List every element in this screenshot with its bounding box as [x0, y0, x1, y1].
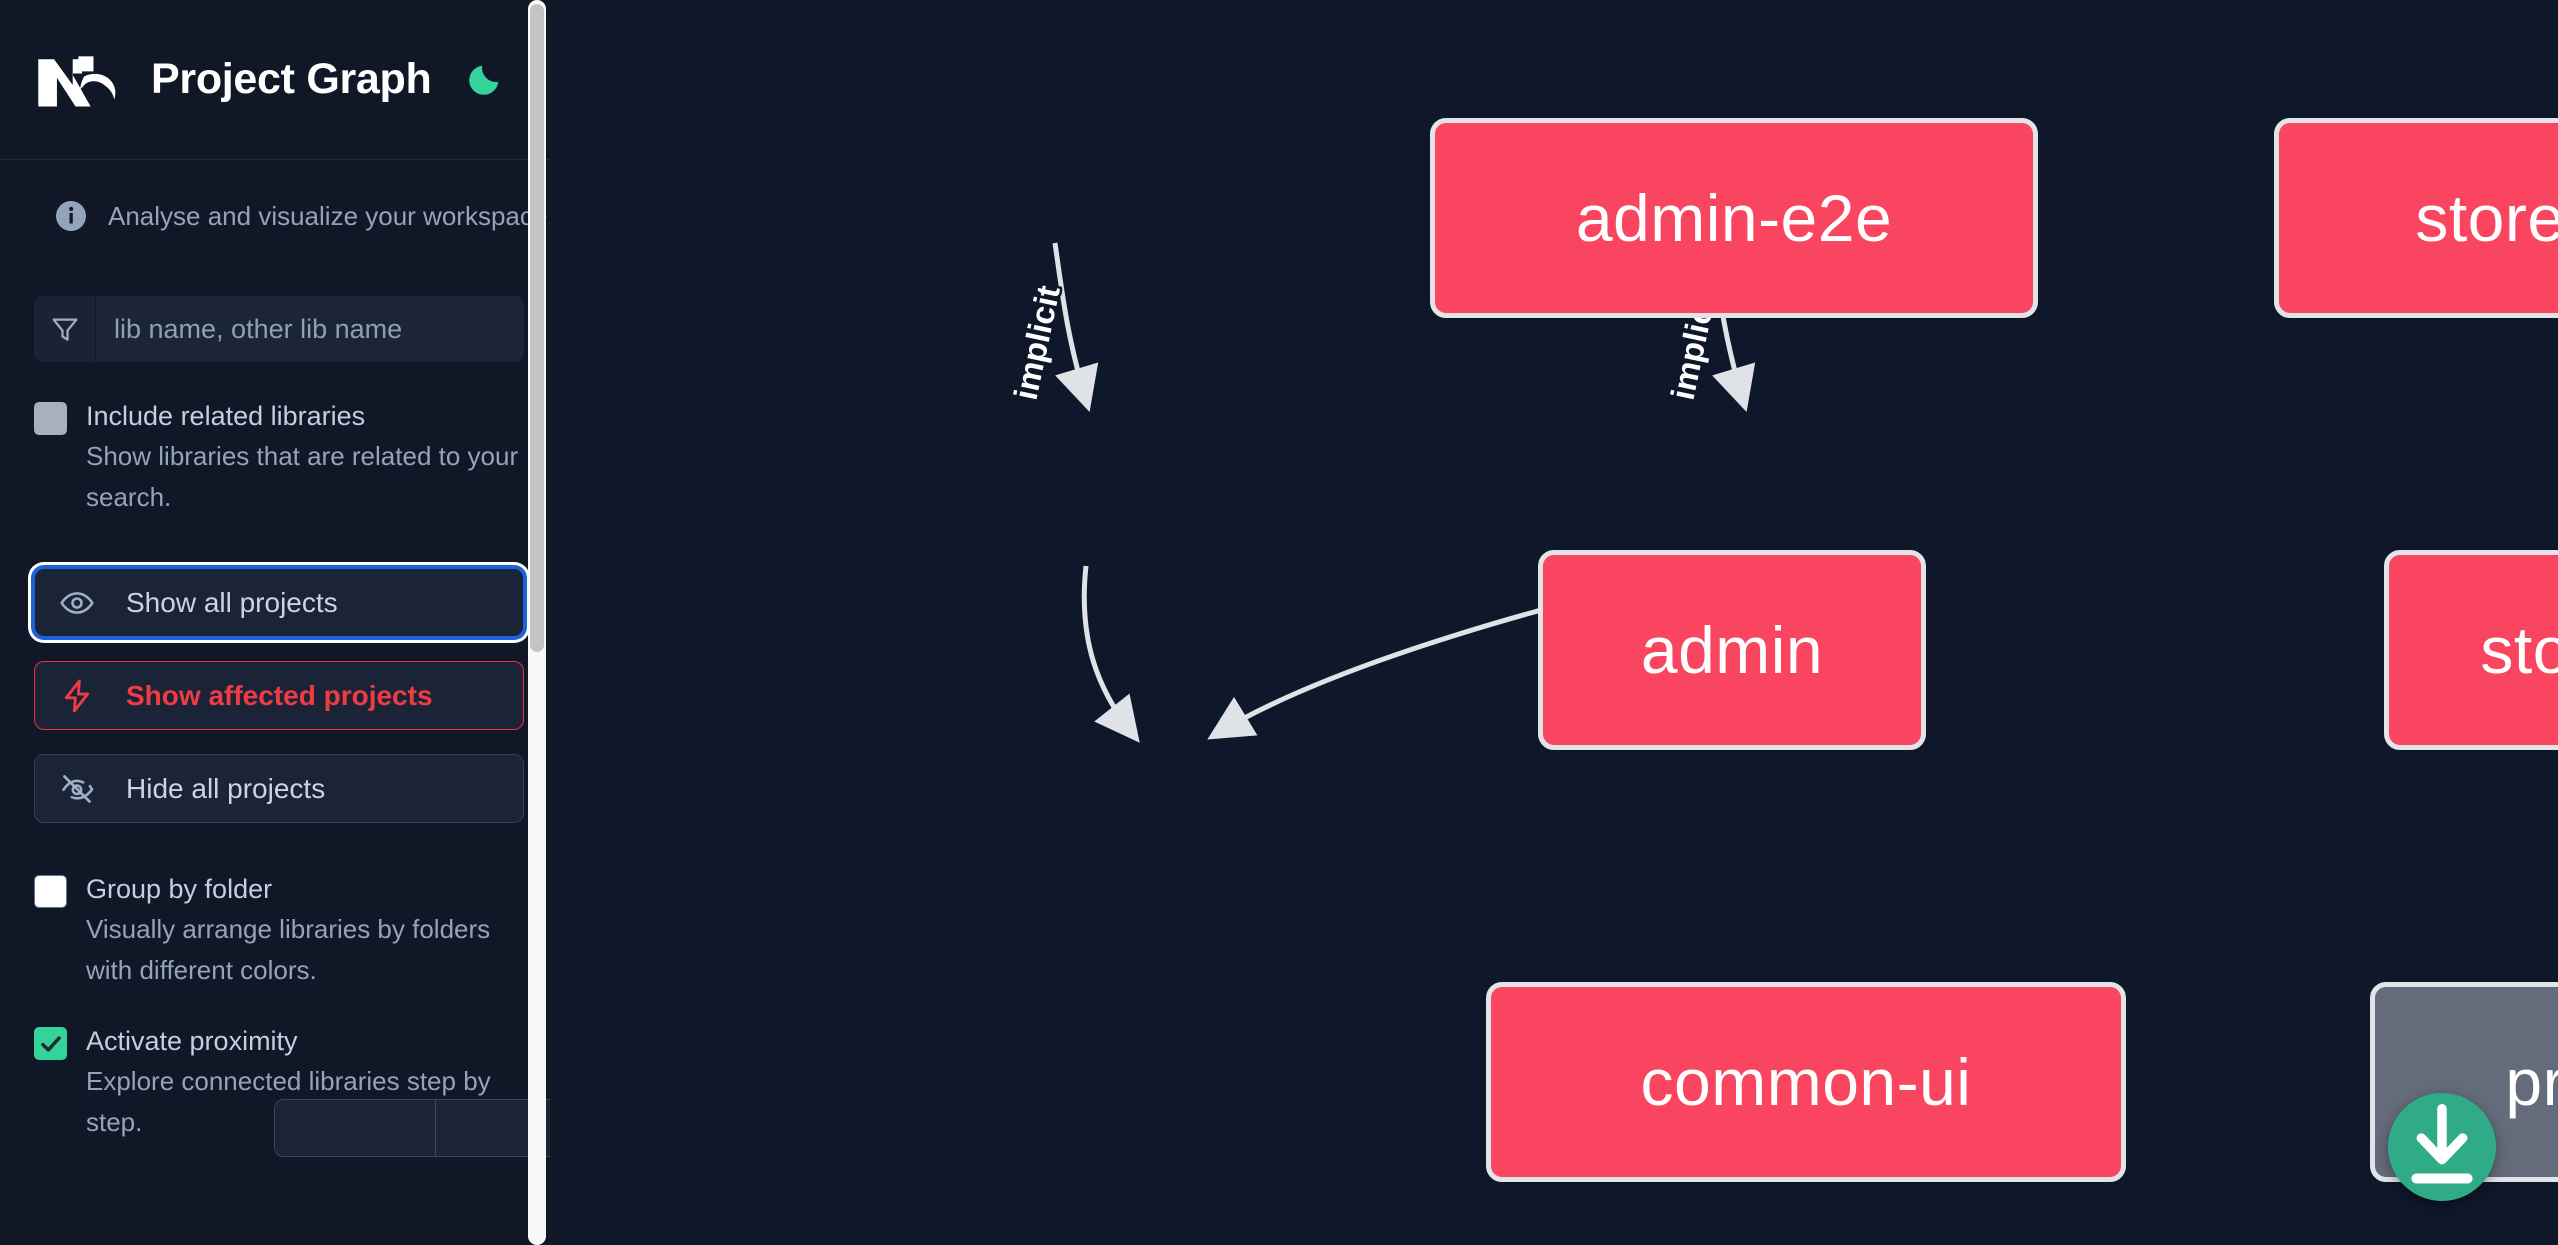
show-all-projects-button[interactable]: Show all projects [34, 568, 524, 637]
download-image-button[interactable] [2388, 1093, 2496, 1201]
edge-label-implicit-admin: implicit [1004, 280, 1069, 406]
workspace-note-text: Analyse and visualize your workspace. [108, 200, 555, 231]
checkbox-include-related-libraries[interactable]: Include related libraries Show libraries… [0, 362, 558, 518]
group-by-folder-label: Group by folder [86, 874, 273, 904]
graph-node-label: admin [1640, 613, 1824, 687]
graph-node-admin-e2e[interactable]: admin-e2e [1430, 118, 2038, 318]
activate-proximity-label: Activate proximity [86, 1026, 298, 1056]
sidebar: Project Graph Analyse and visualize your… [0, 0, 558, 1245]
svg-text:implicit: implicit [1007, 282, 1067, 403]
hide-all-projects-button[interactable]: Hide all projects [34, 754, 524, 823]
segmented-control-option-1[interactable] [275, 1100, 436, 1156]
graph-node-label: store-e2e [2415, 181, 2558, 255]
show-all-projects-label: Show all projects [126, 586, 338, 618]
graph-node-store[interactable]: store [2384, 550, 2558, 750]
project-graph-canvas[interactable]: implicit implicit admin-e2e store-e2e ad… [558, 0, 2558, 1245]
graph-node-common-ui[interactable]: common-ui [1486, 982, 2126, 1182]
sidebar-scrollbar[interactable] [528, 0, 546, 1245]
eye-off-icon [59, 771, 103, 807]
activate-proximity-description: Explore connected libraries step by step… [86, 1066, 491, 1137]
eye-icon [59, 585, 103, 621]
hide-all-projects-label: Hide all projects [126, 772, 326, 804]
show-affected-projects-button[interactable]: Show affected projects [34, 661, 524, 730]
projects-button-group: Show all projects Show affected projects [34, 568, 524, 823]
graph-node-store-e2e[interactable]: store-e2e [2274, 118, 2558, 318]
include-related-libraries-checkbox[interactable] [34, 402, 67, 435]
page-title: Project Graph [151, 55, 432, 103]
checkbox-group-by-folder[interactable]: Group by folder Visually arrange librari… [0, 847, 558, 991]
edge-admin-common-ui [1081, 565, 1140, 743]
lightning-bolt-icon [59, 678, 103, 714]
segmented-control[interactable] [274, 1099, 558, 1157]
sidebar-scrollbar-thumb[interactable] [530, 4, 544, 652]
activate-proximity-checkbox[interactable] [34, 1027, 67, 1060]
graph-node-label: store [2480, 613, 2558, 687]
group-by-folder-checkbox[interactable] [34, 875, 67, 908]
workspace-note: Analyse and visualize your workspace. [0, 160, 558, 234]
sidebar-header: Project Graph [0, 0, 558, 160]
moon-icon[interactable] [463, 59, 505, 101]
show-affected-projects-label: Show affected projects [126, 679, 433, 711]
graph-node-label: products [2505, 1045, 2558, 1119]
edge-admin-e2e-admin [1052, 242, 1099, 412]
info-icon [53, 198, 89, 234]
include-related-libraries-label: Include related libraries [86, 401, 366, 431]
checkbox-activate-proximity[interactable]: Activate proximity Explore connected lib… [0, 991, 558, 1143]
funnel-icon [34, 296, 96, 362]
search-input[interactable] [96, 296, 524, 362]
nx-logo-icon [34, 49, 120, 111]
graph-node-label: admin-e2e [1575, 181, 1893, 255]
sidebar-edge [550, 0, 558, 1245]
group-by-folder-description: Visually arrange libraries by folders wi… [86, 914, 491, 985]
include-related-libraries-description: Show libraries that are related to your … [86, 441, 519, 512]
graph-node-label: common-ui [1640, 1045, 1972, 1119]
graph-node-admin[interactable]: admin [1538, 550, 1926, 750]
filter-field[interactable] [34, 296, 524, 362]
